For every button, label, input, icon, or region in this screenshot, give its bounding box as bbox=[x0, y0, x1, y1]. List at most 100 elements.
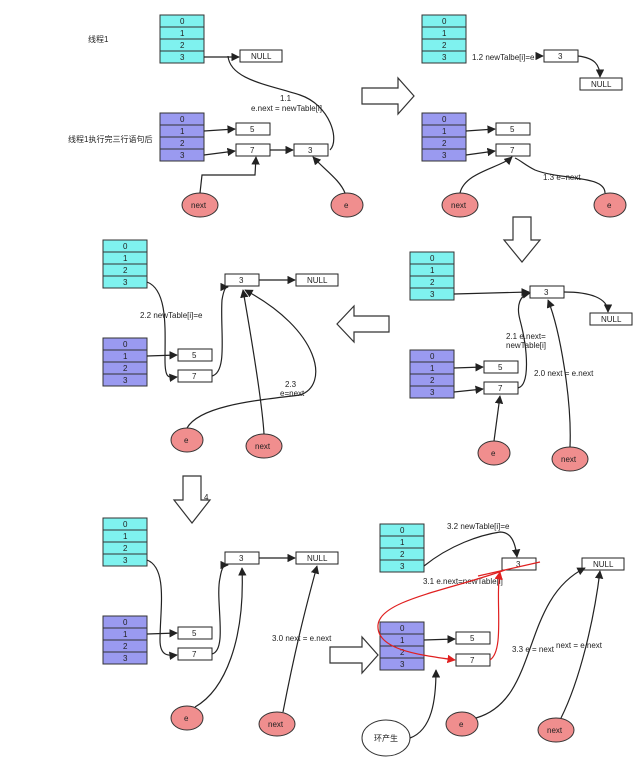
new-table-p3: 01 23 bbox=[409, 349, 455, 399]
thread1-after-label: 线程1执行完三行语句后 bbox=[68, 134, 152, 144]
svg-text:2: 2 bbox=[123, 642, 128, 651]
svg-text:3: 3 bbox=[239, 554, 244, 563]
svg-text:3: 3 bbox=[544, 288, 549, 297]
svg-text:NULL: NULL bbox=[307, 276, 328, 285]
svg-text:3: 3 bbox=[442, 151, 447, 160]
svg-text:7: 7 bbox=[510, 146, 515, 155]
svg-text:1: 1 bbox=[123, 532, 128, 541]
node-7-p5: 7 bbox=[177, 647, 213, 661]
svg-text:0: 0 bbox=[400, 526, 405, 535]
svg-text:5: 5 bbox=[470, 634, 475, 643]
svg-text:0: 0 bbox=[442, 17, 447, 26]
svg-text:5: 5 bbox=[192, 629, 197, 638]
step-2-3-a: 2.3 bbox=[285, 380, 297, 389]
svg-text:1: 1 bbox=[123, 630, 128, 639]
node-5-p5: 5 bbox=[177, 626, 213, 640]
svg-text:1: 1 bbox=[400, 636, 405, 645]
svg-text:3: 3 bbox=[308, 146, 313, 155]
svg-text:0: 0 bbox=[180, 115, 185, 124]
svg-text:0: 0 bbox=[123, 242, 128, 251]
svg-text:5: 5 bbox=[250, 125, 255, 134]
svg-text:5: 5 bbox=[192, 351, 197, 360]
node-7-p4: 7 bbox=[177, 369, 213, 383]
svg-text:7: 7 bbox=[192, 372, 197, 381]
node-3-p6: 3 bbox=[501, 557, 537, 571]
thread1-label: 线程1 bbox=[88, 34, 109, 44]
cell-3: 3 bbox=[180, 53, 185, 62]
old-table-p3: 01 23 bbox=[409, 251, 455, 301]
old-table-p2: 01 23 bbox=[421, 14, 467, 64]
new-table-p5: 01 23 bbox=[102, 615, 148, 665]
svg-text:e: e bbox=[607, 201, 612, 210]
new-table-p1: 01 23 bbox=[159, 112, 205, 162]
new-table-p2: 01 23 bbox=[421, 112, 467, 162]
node-5-p1: 5 bbox=[235, 122, 271, 136]
step-2-2: 2.2 newTable[i]=e bbox=[140, 311, 203, 320]
big-arrow-right-2 bbox=[329, 635, 379, 675]
svg-text:e: e bbox=[184, 714, 189, 723]
step-2-1-a: 2.1 e.next= bbox=[506, 332, 546, 341]
svg-text:0: 0 bbox=[123, 618, 128, 627]
next-eq-label: next = e.next bbox=[556, 641, 603, 650]
null-node-p6: NULL bbox=[581, 557, 625, 571]
node-3-p1: 3 bbox=[293, 143, 329, 157]
svg-text:1: 1 bbox=[430, 266, 435, 275]
svg-text:3: 3 bbox=[400, 660, 405, 669]
node-3-p2: 3 bbox=[543, 49, 579, 63]
new-table-p4: 01 23 bbox=[102, 337, 148, 387]
step-1-1-b: e.next = newTable[i] bbox=[251, 104, 322, 113]
svg-text:NULL: NULL bbox=[251, 52, 272, 61]
bubble-cycle: 环产生 bbox=[361, 719, 411, 757]
node-7-p1: 7 bbox=[235, 143, 271, 157]
step-2-1-b: newTable[i] bbox=[506, 341, 546, 350]
node-3-p5: 3 bbox=[224, 551, 260, 565]
svg-text:3: 3 bbox=[123, 556, 128, 565]
svg-text:3: 3 bbox=[123, 278, 128, 287]
bubble-next-p4: next bbox=[245, 433, 283, 459]
bubble-e-p2: e bbox=[593, 192, 627, 218]
svg-text:NULL: NULL bbox=[307, 554, 328, 563]
svg-text:0: 0 bbox=[123, 520, 128, 529]
big-arrow-left bbox=[336, 304, 390, 344]
svg-text:2: 2 bbox=[400, 648, 405, 657]
step-2-3-b: e=next bbox=[280, 389, 305, 398]
cell-1: 1 bbox=[180, 29, 185, 38]
svg-text:3: 3 bbox=[430, 290, 435, 299]
svg-text:3: 3 bbox=[239, 276, 244, 285]
node-5-p2: 5 bbox=[495, 122, 531, 136]
svg-text:2: 2 bbox=[400, 550, 405, 559]
bubble-next-p5: next bbox=[258, 711, 296, 737]
svg-text:2: 2 bbox=[123, 544, 128, 553]
svg-text:3: 3 bbox=[442, 53, 447, 62]
svg-text:NULL: NULL bbox=[593, 560, 614, 569]
new-table-p6: 01 23 bbox=[379, 621, 425, 671]
svg-text:0: 0 bbox=[442, 115, 447, 124]
svg-text:e: e bbox=[184, 436, 189, 445]
null-node-p5: NULL bbox=[295, 551, 339, 565]
bubble-e-p6: e bbox=[445, 711, 479, 737]
big-arrow-down-2 bbox=[172, 475, 212, 524]
svg-text:NULL: NULL bbox=[591, 80, 612, 89]
bubble-next-p6: next bbox=[537, 717, 575, 743]
svg-text:0: 0 bbox=[123, 340, 128, 349]
null-node-p3: NULL bbox=[589, 312, 633, 326]
svg-text:1: 1 bbox=[123, 352, 128, 361]
svg-text:2: 2 bbox=[180, 139, 185, 148]
step-1-1-a: 1.1 bbox=[280, 94, 292, 103]
svg-text:NULL: NULL bbox=[601, 315, 622, 324]
node-5-p3: 5 bbox=[483, 360, 519, 374]
bubble-e-p5: e bbox=[170, 705, 204, 731]
svg-text:next: next bbox=[561, 455, 577, 464]
svg-text:3: 3 bbox=[123, 376, 128, 385]
svg-text:1: 1 bbox=[442, 127, 447, 136]
step-3-1: 3.1 e.next=newTable[i] bbox=[423, 577, 503, 586]
step-3-3: 3.3 e = next bbox=[512, 645, 555, 654]
svg-text:2: 2 bbox=[430, 376, 435, 385]
svg-text:7: 7 bbox=[498, 384, 503, 393]
bubble-e-p3: e bbox=[477, 440, 511, 466]
bubble-next-p2: next bbox=[441, 192, 479, 218]
old-table-p1: 0 1 2 3 bbox=[159, 14, 205, 64]
null-node-p4: NULL bbox=[295, 273, 339, 287]
step-3-0: 3.0 next = e.next bbox=[272, 634, 332, 643]
